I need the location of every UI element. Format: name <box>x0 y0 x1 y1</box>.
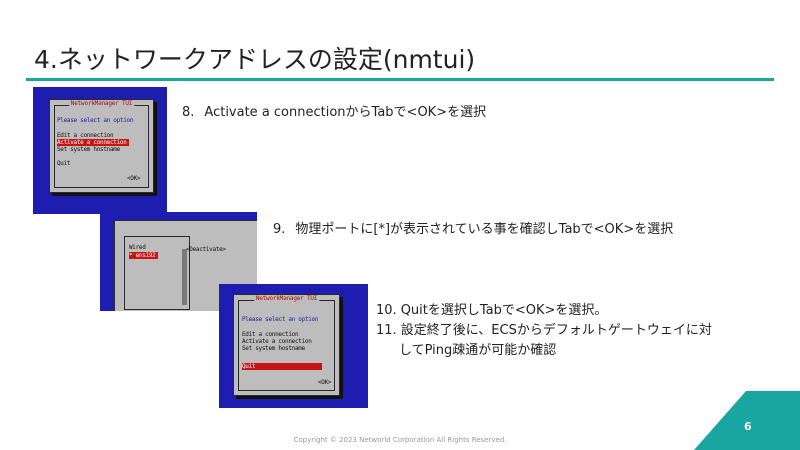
step-11-continuation: してPing疎通が可能か確認 <box>399 343 557 358</box>
select-option-prompt: Please select an option <box>242 316 319 323</box>
dialog-frame: NetworkManager TUI <box>54 100 149 188</box>
step-number: 11. <box>376 323 397 338</box>
menu-item-activate-connection[interactable]: Activate a connection <box>242 338 312 345</box>
device-ens192[interactable]: * ens192 <box>129 252 158 259</box>
nmtui-dialog: NetworkManager TUI Please select an opti… <box>49 99 154 193</box>
menu-item-set-hostname[interactable]: Set system hostname <box>57 146 120 153</box>
step-9: 9. 物理ポートに[*]が表示されている事を確認しTabで<OK>を選択 <box>273 218 673 237</box>
ok-button[interactable]: <OK> <box>127 175 141 182</box>
deactivate-button[interactable]: <Deactivate> <box>186 246 226 253</box>
nmtui-screenshot-quit: NetworkManager TUI Please select an opti… <box>219 284 368 408</box>
nmtui-screenshot-activate: NetworkManager TUI Please select an opti… <box>33 87 167 214</box>
step-number: 10. <box>376 303 397 318</box>
step-8: 8. Activate a connectionからTabで<OK>を選択 <box>182 101 486 120</box>
copyright-footer: Copyright © 2023 Networld Corporation Al… <box>293 436 507 444</box>
step-text: 物理ポートに[*]が表示されている事を確認しTabで<OK>を選択 <box>295 222 674 237</box>
nmtui-dialog: NetworkManager TUI Please select an opti… <box>233 294 340 396</box>
menu-item-quit[interactable]: Quit <box>57 160 71 167</box>
nmtui-screenshot-connection-list: Wired * ens192 <Deactivate> <box>100 212 257 311</box>
step-text: Activate a connectionからTabで<OK>を選択 <box>204 105 487 120</box>
select-option-prompt: Please select an option <box>57 117 134 124</box>
step-text: Quitを選択しTabで<OK>を選択。 <box>400 303 608 318</box>
menu-item-activate-connection[interactable]: Activate a connection <box>57 139 129 146</box>
dialog-title: NetworkManager TUI <box>68 100 135 107</box>
step-10: 10.Quitを選択しTabで<OK>を選択。 <box>376 299 607 318</box>
list-header-wired: Wired <box>129 244 146 251</box>
menu-item-edit-connection[interactable]: Edit a connection <box>242 331 299 338</box>
connection-list: Wired * ens192 <box>124 236 190 310</box>
ok-button[interactable]: <OK> <box>318 379 332 386</box>
title-underline <box>26 78 774 81</box>
menu-item-quit[interactable]: Quit <box>242 363 322 370</box>
step-text: 設定終了後に、ECSからデフォルトゲートウェイに対 <box>400 323 712 338</box>
dialog-frame: NetworkManager TUI <box>238 295 335 391</box>
dialog-title: NetworkManager TUI <box>253 295 320 302</box>
page-number: 6 <box>744 420 752 433</box>
slide-title: 4.ネットワークアドレスの設定(nmtui) <box>34 45 476 74</box>
menu-item-edit-connection[interactable]: Edit a connection <box>57 132 114 139</box>
step-11: 11.設定終了後に、ECSからデフォルトゲートウェイに対 <box>376 319 712 338</box>
menu-item-set-hostname[interactable]: Set system hostname <box>242 345 305 352</box>
step-number: 9. <box>273 222 286 237</box>
list-scrollbar[interactable] <box>182 249 187 305</box>
step-number: 8. <box>182 105 195 120</box>
